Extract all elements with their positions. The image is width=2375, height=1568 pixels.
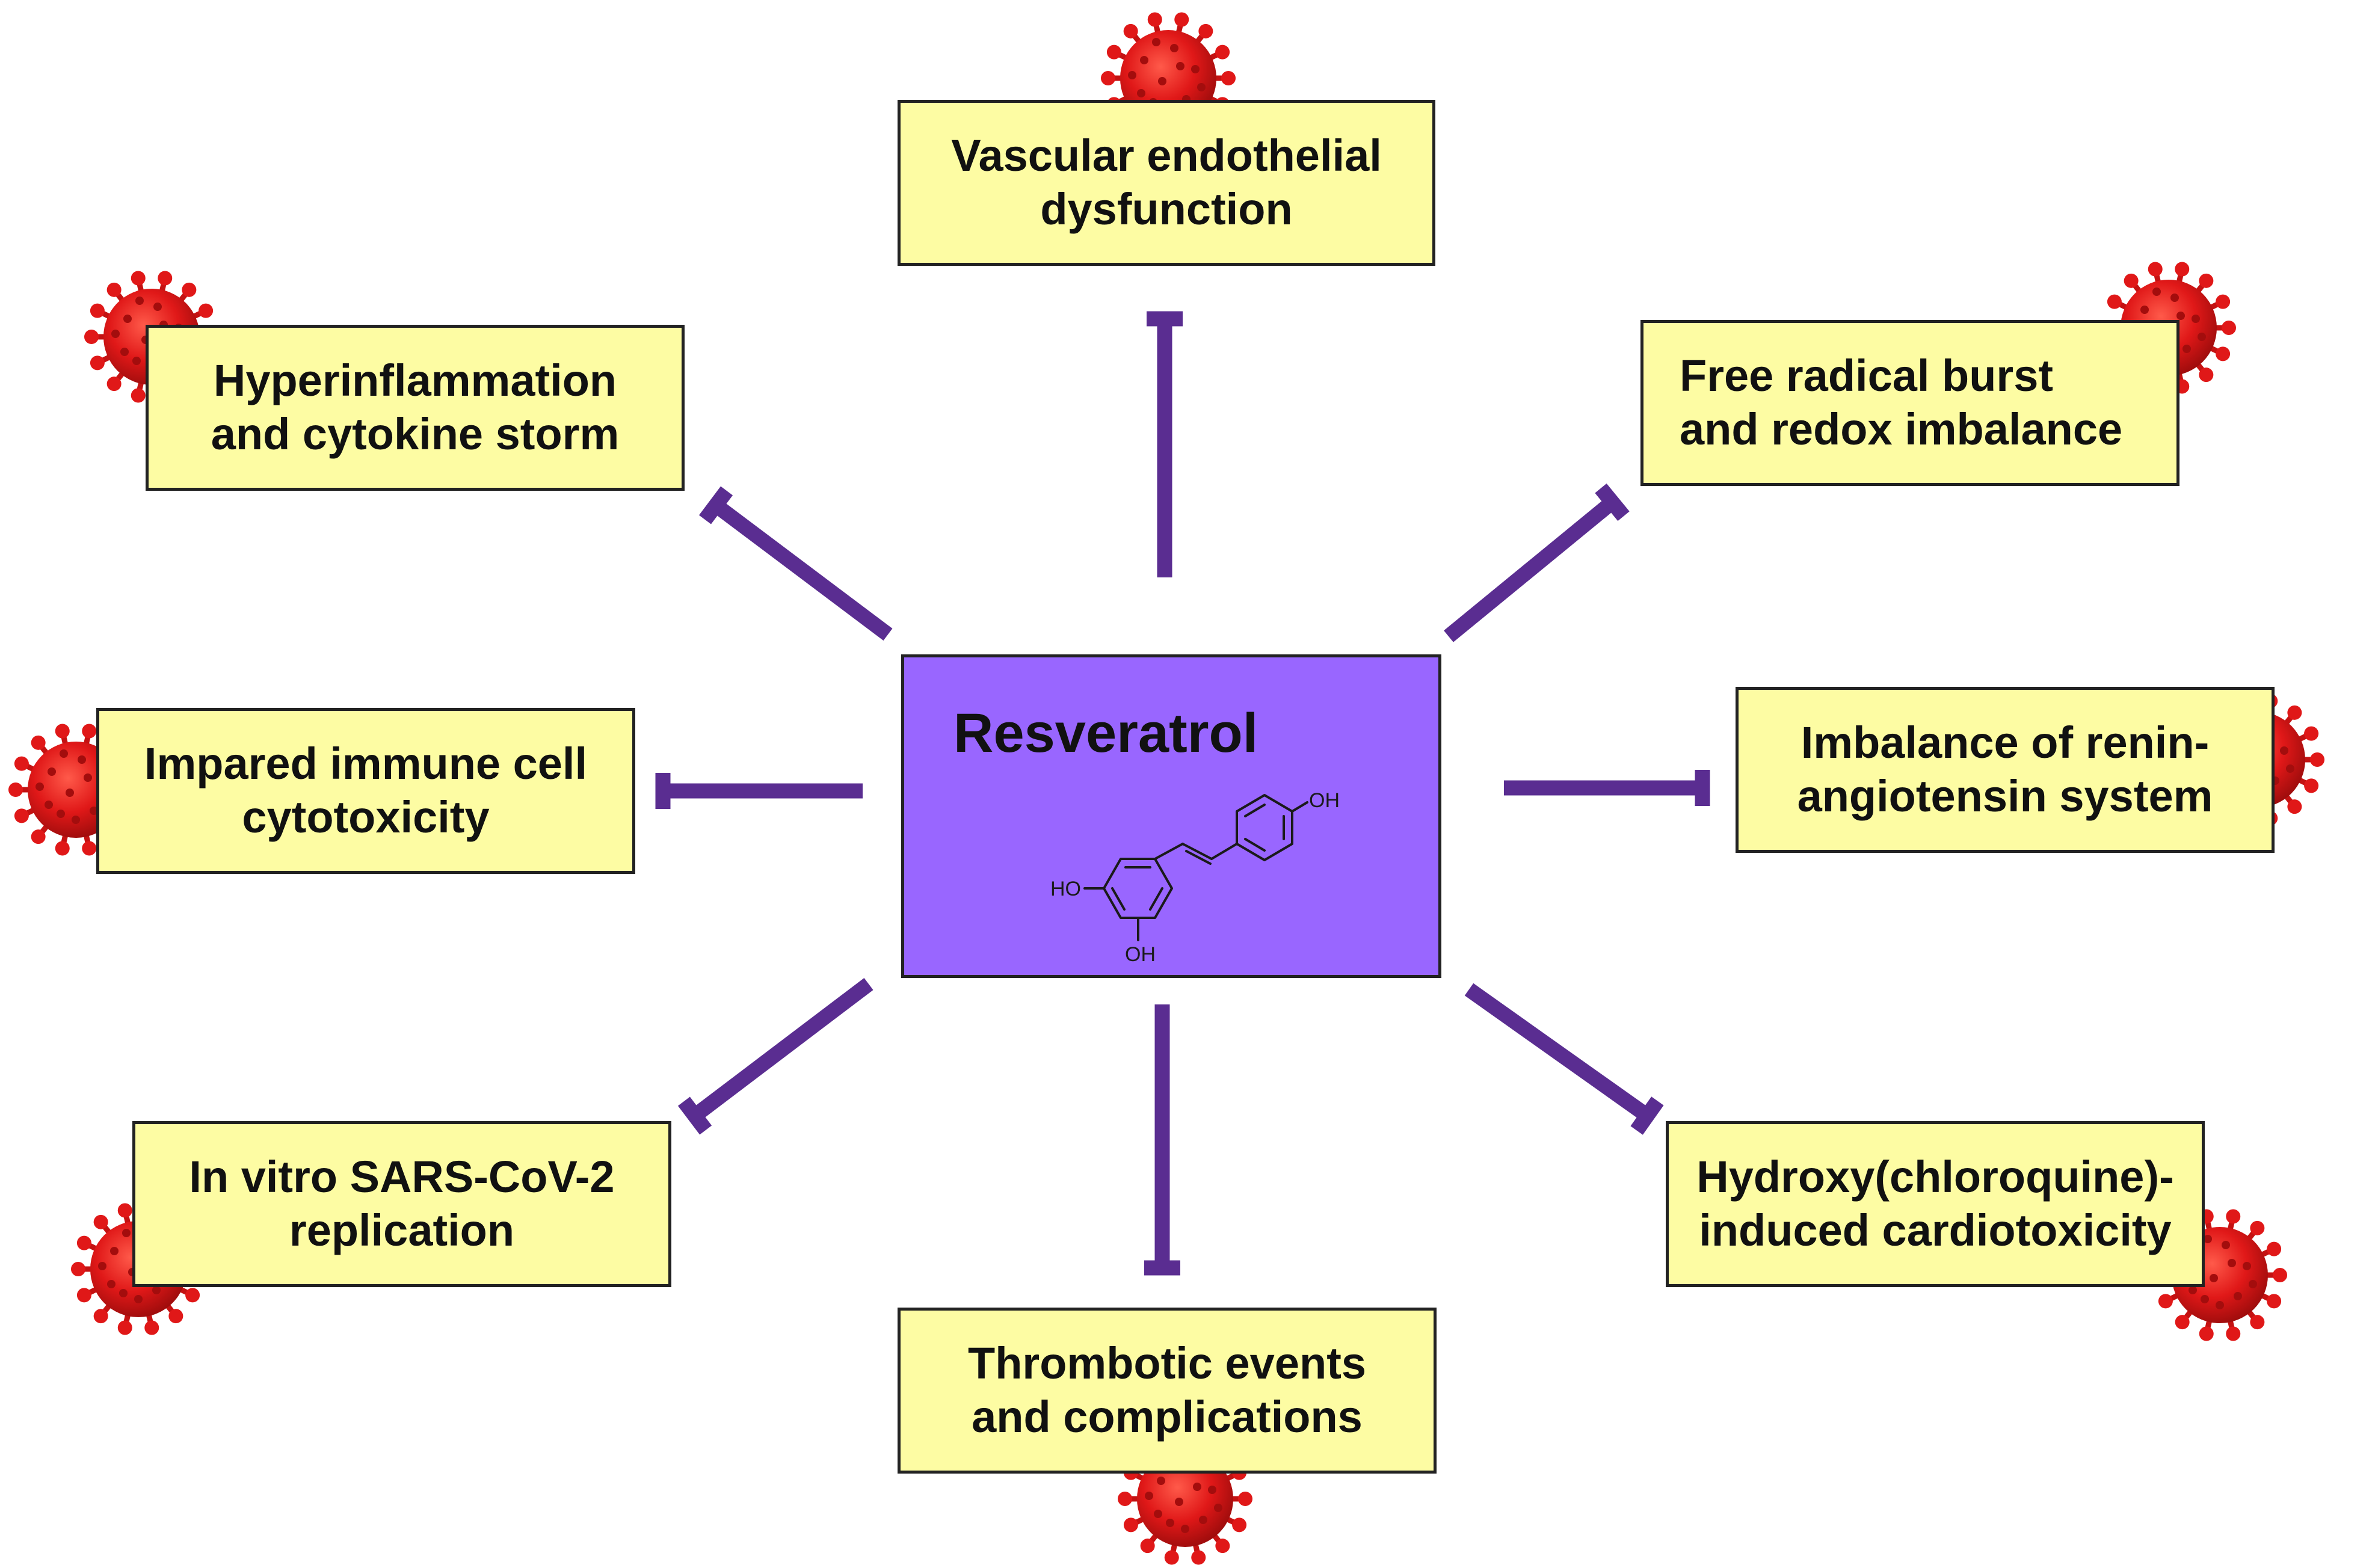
effect-label: Hyperinflammation and cytokine storm	[211, 355, 620, 459]
resveratrol-title: Resveratrol	[953, 703, 1258, 764]
inhibition-arrow	[698, 486, 893, 641]
effect-box-free-radical: Free radical burst and redox imbalance	[1640, 320, 2179, 486]
inhibition-arrow	[655, 773, 863, 809]
effect-box-hyperinflammation: Hyperinflammation and cytokine storm	[146, 325, 685, 491]
hydroxyl-label: OH	[1309, 789, 1340, 812]
effect-label: Impared immune cell cytotoxicity	[144, 739, 588, 842]
effect-label: Hydroxy(chloroquine)- induced cardiotoxi…	[1696, 1152, 2174, 1255]
hydroxyl-label: HO	[1050, 878, 1081, 900]
effect-box-thrombotic: Thrombotic events and complications	[898, 1308, 1437, 1474]
effect-box-sars: In vitro SARS-CoV-2 replication	[132, 1121, 671, 1287]
effect-box-renin: Imbalance of renin- angiotensin system	[1736, 687, 2275, 853]
effect-box-cardiotoxicity: Hydroxy(chloroquine)- induced cardiotoxi…	[1666, 1121, 2205, 1287]
effect-label: Thrombotic events and complications	[968, 1338, 1366, 1442]
inhibition-arrow	[1444, 483, 1630, 642]
inhibition-arrow	[1504, 770, 1710, 806]
effect-label: Vascular endothelial dysfunction	[951, 131, 1382, 234]
effect-label: In vitro SARS-CoV-2 replication	[189, 1152, 615, 1255]
resveratrol-structure-icon: OH HO OH	[1050, 789, 1340, 966]
inhibition-arrow	[677, 978, 873, 1135]
inhibition-arrow	[1144, 1004, 1180, 1276]
inhibition-arrow	[1147, 311, 1183, 577]
inhibition-arrow	[1464, 983, 1664, 1135]
effect-box-immune: Impared immune cell cytotoxicity	[96, 708, 635, 874]
resveratrol-box: Resveratrol OH HO OH	[901, 654, 1441, 978]
effect-label: Imbalance of renin- angiotensin system	[1797, 718, 2213, 821]
effect-label: Free radical burst and redox imbalance	[1680, 351, 2123, 454]
hydroxyl-label: OH	[1125, 943, 1156, 966]
effect-box-vascular: Vascular endothelial dysfunction	[898, 100, 1435, 266]
